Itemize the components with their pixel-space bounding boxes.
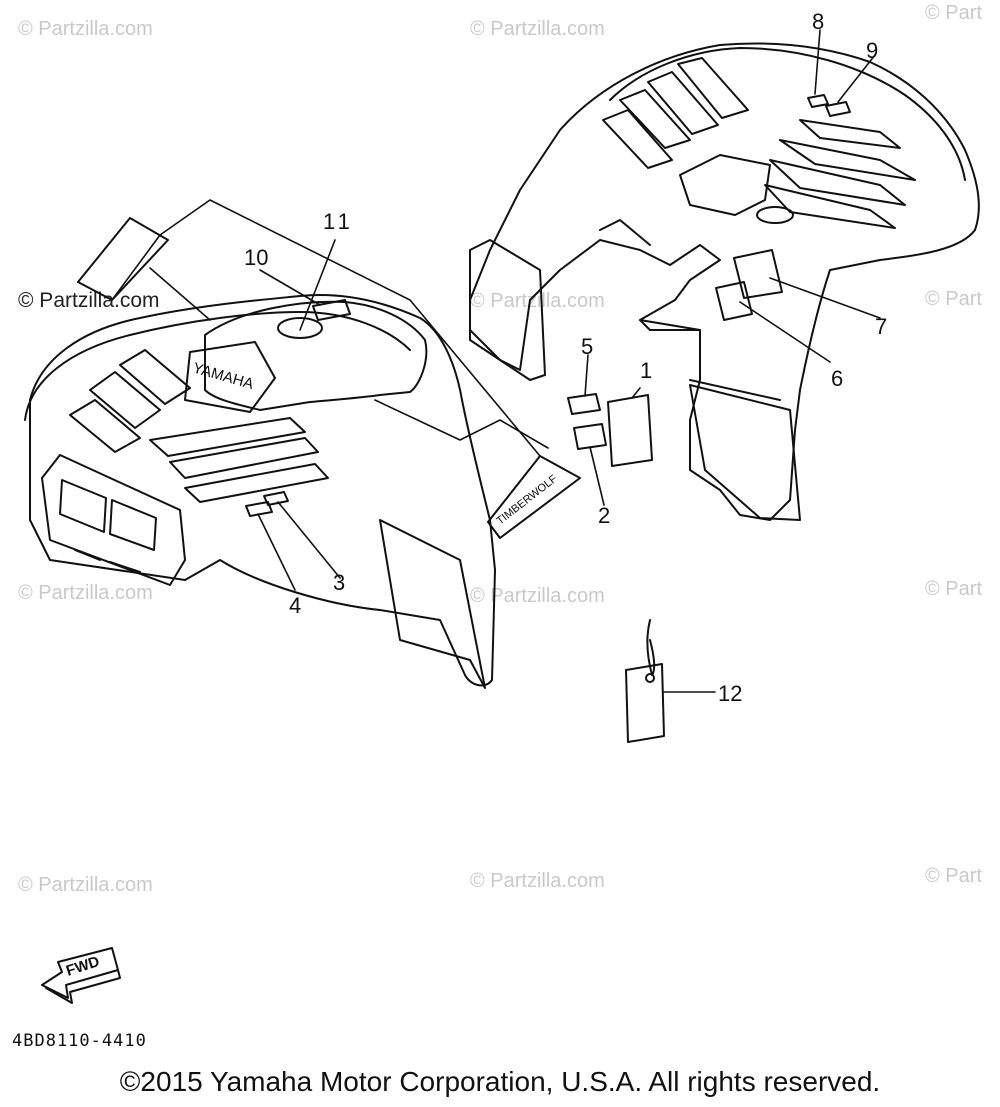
callout-6: 6 — [831, 366, 844, 391]
loose-decals — [567, 393, 653, 467]
fwd-arrow-icon — [41, 947, 121, 1004]
watermark: © Part — [925, 2, 982, 24]
callout-9: 9 — [866, 38, 879, 63]
leader-lines — [111, 29, 881, 693]
callout-1: 1 — [640, 358, 653, 383]
watermark: © Partzilla.com — [18, 874, 153, 896]
watermark: © Part — [925, 578, 982, 600]
callout-5: 5 — [581, 334, 594, 359]
watermark: © Partzilla.com — [470, 585, 605, 607]
watermark: © Partzilla.com — [18, 289, 160, 312]
watermark: © Partzilla.com — [470, 290, 605, 312]
timberwolf-decal — [487, 455, 581, 539]
watermark: © Partzilla.com — [470, 870, 605, 892]
callout-11: 11 — [323, 209, 354, 234]
callout-7: 7 — [875, 314, 888, 339]
callout-10: 10 — [244, 245, 269, 270]
callout-4: 4 — [289, 593, 302, 618]
callout-2: 2 — [598, 503, 611, 528]
front-fender — [24, 293, 496, 689]
watermark: © Part — [925, 865, 982, 887]
callout-12: 12 — [718, 681, 743, 706]
callout-3: 3 — [333, 570, 346, 595]
tag-12 — [625, 619, 665, 743]
copyright: ©2015 Yamaha Motor Corporation, U.S.A. A… — [119, 1066, 881, 1097]
yamaha-decal-text: YAMAHA — [191, 360, 256, 393]
callout-8: 8 — [812, 9, 825, 34]
part-code: 4BD8110-4410 — [12, 1031, 147, 1051]
watermark: © Partzilla.com — [18, 18, 153, 40]
rear-fender — [469, 42, 980, 521]
watermark: © Partzilla.com — [470, 18, 605, 40]
decal-11 — [77, 217, 169, 301]
watermark: © Partzilla.com — [18, 582, 153, 604]
watermark: © Part — [925, 288, 982, 310]
